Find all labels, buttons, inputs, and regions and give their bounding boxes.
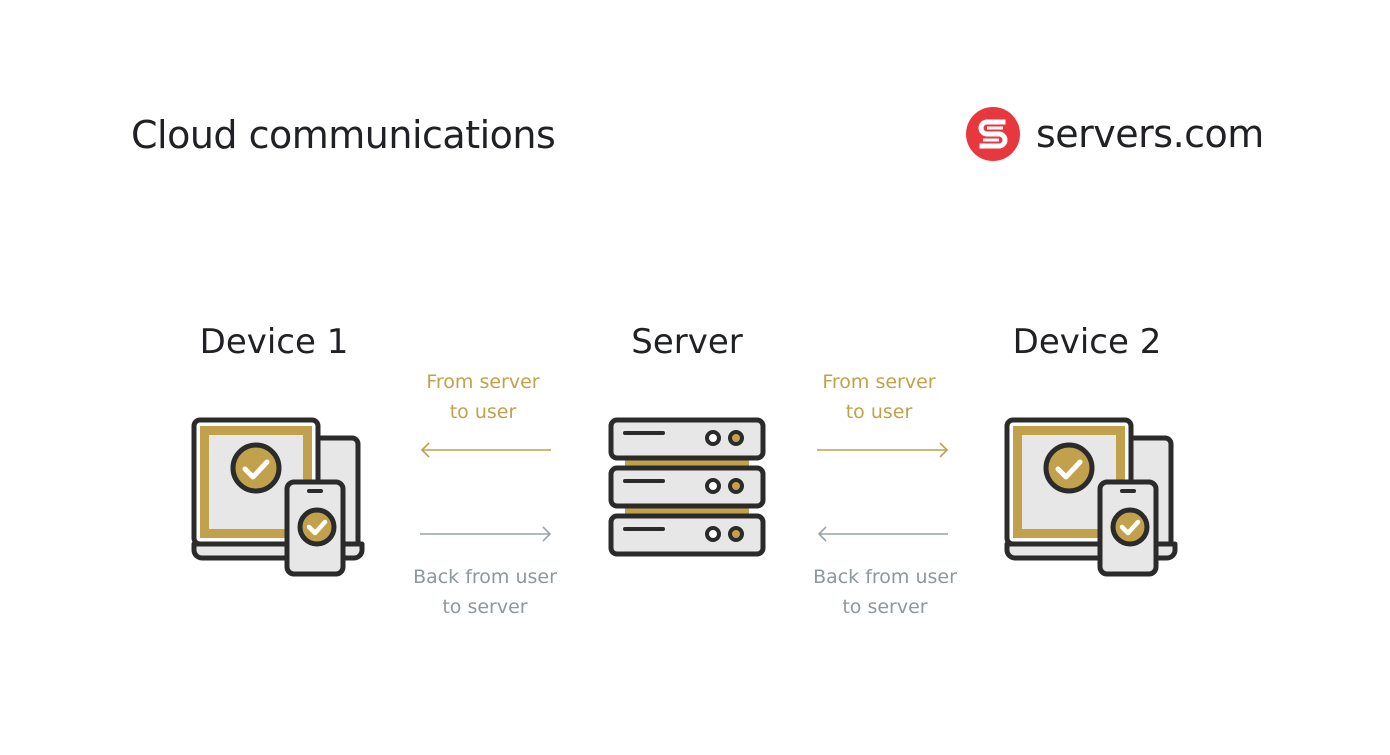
laptop-phone-icon xyxy=(191,417,365,577)
arrow-left-to-server xyxy=(420,526,552,542)
arrow-left-to-user xyxy=(420,442,551,458)
server-label: Server xyxy=(631,322,743,362)
brand-name: servers.com xyxy=(1036,112,1264,156)
arrow-right-to-user xyxy=(817,442,949,458)
flow-label-left-to-user: From server to user xyxy=(426,371,540,423)
flow-label-right-to-user: From server to user xyxy=(822,371,936,423)
diagram-title: Cloud communications xyxy=(131,113,556,157)
laptop-phone-icon xyxy=(1004,417,1178,577)
flow-label-right-to-server: Back from user to server xyxy=(813,566,957,618)
servers-logo-icon xyxy=(966,107,1020,161)
device-1-label: Device 1 xyxy=(199,322,349,362)
brand[interactable]: servers.com xyxy=(966,106,1264,162)
device-2-label: Device 2 xyxy=(1012,322,1162,362)
arrow-right-to-server xyxy=(817,526,948,542)
flow-label-left-to-server: Back from user to server xyxy=(413,566,557,618)
server-rack-icon xyxy=(608,417,766,557)
